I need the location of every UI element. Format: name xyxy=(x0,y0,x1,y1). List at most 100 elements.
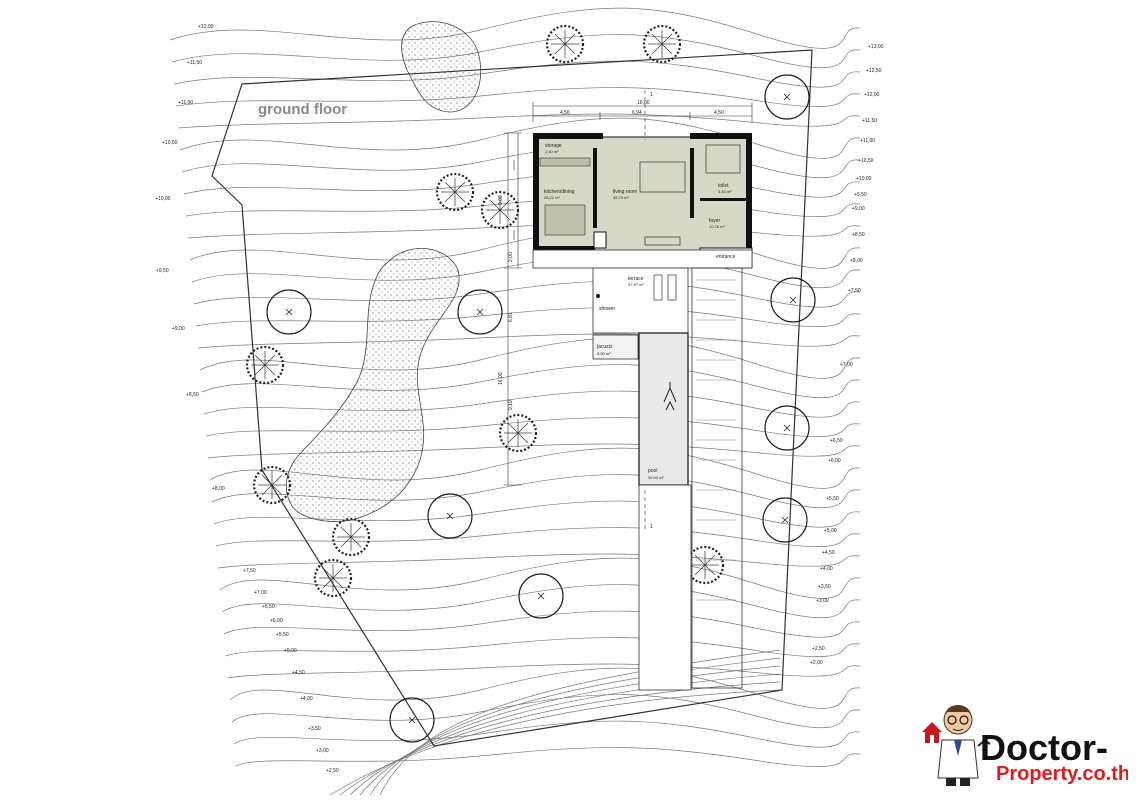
contour-line xyxy=(369,657,781,796)
contour-line xyxy=(205,417,861,437)
room-foyer-area: 10,76 m² xyxy=(709,224,725,229)
tree-branch xyxy=(254,354,266,366)
pool-basin xyxy=(638,332,689,486)
tree-branch xyxy=(322,577,334,589)
tree-canopy xyxy=(770,277,816,323)
tree-branch xyxy=(254,364,266,376)
contour-line xyxy=(215,527,861,547)
contour-line xyxy=(329,689,781,796)
tree-branch xyxy=(507,422,519,434)
tree-branch xyxy=(332,567,344,579)
elevation-label: +7,50 xyxy=(848,288,861,294)
loungers-2 xyxy=(667,274,677,301)
elevation-label: +12,00 xyxy=(864,92,880,98)
partition-wall-2 xyxy=(690,148,694,218)
contour-line xyxy=(187,223,861,239)
contour-line xyxy=(217,553,861,569)
elevation-label: +2,00 xyxy=(810,660,823,666)
tree-branch xyxy=(489,209,501,221)
elevation-label: +12,50 xyxy=(866,68,882,74)
plan-title: ground floor xyxy=(258,101,347,118)
kitchen-counter xyxy=(539,157,591,167)
tree-canopy xyxy=(457,289,503,335)
elevation-label: +9,00 xyxy=(852,206,865,212)
elevation-label: +10,50 xyxy=(162,140,178,146)
contour-line xyxy=(359,665,781,796)
loungers-1 xyxy=(653,274,663,301)
contour-line xyxy=(229,667,861,709)
contour-lines xyxy=(169,7,861,796)
side-walkway xyxy=(691,267,743,689)
tree-branch xyxy=(261,474,273,486)
tree-bush xyxy=(245,345,285,385)
contour-line xyxy=(219,557,861,599)
tree-bush xyxy=(331,517,371,557)
house-wall-left xyxy=(533,133,539,251)
partition-wall-3 xyxy=(700,198,746,201)
elevation-label: +7,50 xyxy=(243,568,256,574)
elevation-label: +6,50 xyxy=(830,438,843,444)
tree-branch xyxy=(694,564,706,576)
partition-wall-1 xyxy=(593,148,597,228)
elevation-label: +11,00 xyxy=(860,138,875,144)
pool-walkway xyxy=(638,484,692,691)
tree-bush xyxy=(545,24,585,64)
doctor-mascot-icon xyxy=(922,705,991,786)
contour-line xyxy=(221,584,861,619)
contour-line xyxy=(175,87,861,107)
tree-branch xyxy=(340,536,352,548)
elevation-label: +8,00 xyxy=(212,486,225,492)
elevation-labels-right: +13,00+12,50+12,00+11,50+11,00+10,50+10,… xyxy=(810,44,884,666)
jacuzzi-tub xyxy=(592,334,639,360)
contour-line xyxy=(225,637,861,657)
contour-line xyxy=(183,170,861,198)
tree-branch xyxy=(554,43,566,55)
contour-line xyxy=(181,144,861,179)
swimmer-figure xyxy=(663,382,677,411)
contour-line xyxy=(173,60,861,88)
dining-table xyxy=(644,236,681,246)
elevation-label: +9,00 xyxy=(172,326,185,332)
tree-branch xyxy=(340,526,352,538)
house-wall-right xyxy=(746,133,752,268)
elevation-label: +5,00 xyxy=(824,528,837,534)
tree-branch xyxy=(517,432,529,444)
tree-trunk-mark xyxy=(476,308,484,316)
contour-line xyxy=(203,390,861,418)
elevation-label: +8,00 xyxy=(850,258,863,264)
elevation-label: +4,50 xyxy=(822,550,835,556)
room-terrace-area: 57,97 m² xyxy=(628,282,644,287)
contour-line xyxy=(199,337,861,379)
tree-branch xyxy=(507,432,519,444)
tree-branch xyxy=(261,484,273,496)
contour-line xyxy=(179,117,861,159)
tree-branch xyxy=(517,422,529,434)
elevation-label: +13,00 xyxy=(868,44,884,50)
room-storage-name: storage xyxy=(545,143,562,149)
dimension-labels: 16,00 4,56 6,94 4,50 9,00 2,00 6,81 16,0… xyxy=(498,92,724,530)
tree-branch xyxy=(271,484,283,496)
dim-left-b: 2,00 xyxy=(508,252,514,262)
room-foyer-name: foyer xyxy=(709,218,720,224)
room-living-name: living room xyxy=(613,189,637,195)
contour-line xyxy=(201,364,861,399)
room-jacuzzi-area: 5,50 m² xyxy=(597,351,611,356)
elevation-labels-left: +12,00+11,50+11,00+10,50+10,00+9,50+9,00… xyxy=(155,24,339,774)
tree-trunk-mark xyxy=(789,296,797,304)
room-pool-name: pool xyxy=(648,468,657,474)
trees xyxy=(245,24,816,743)
elevation-label: +11,00 xyxy=(178,100,193,106)
room-entrance-name: entrance xyxy=(716,254,736,260)
elevation-label: +9,50 xyxy=(854,192,867,198)
tree-canopy xyxy=(762,497,808,543)
contour-line xyxy=(379,649,781,796)
elevation-label: +2,50 xyxy=(326,768,339,774)
elevation-label: +10,00 xyxy=(856,176,872,182)
tree-trunk-mark xyxy=(783,93,791,101)
property-boundary xyxy=(211,49,813,747)
contour-line xyxy=(197,333,861,349)
dim-top-mid: 6,94 xyxy=(632,110,642,116)
contour-line xyxy=(213,500,861,528)
elevation-label: +3,50 xyxy=(818,584,831,590)
